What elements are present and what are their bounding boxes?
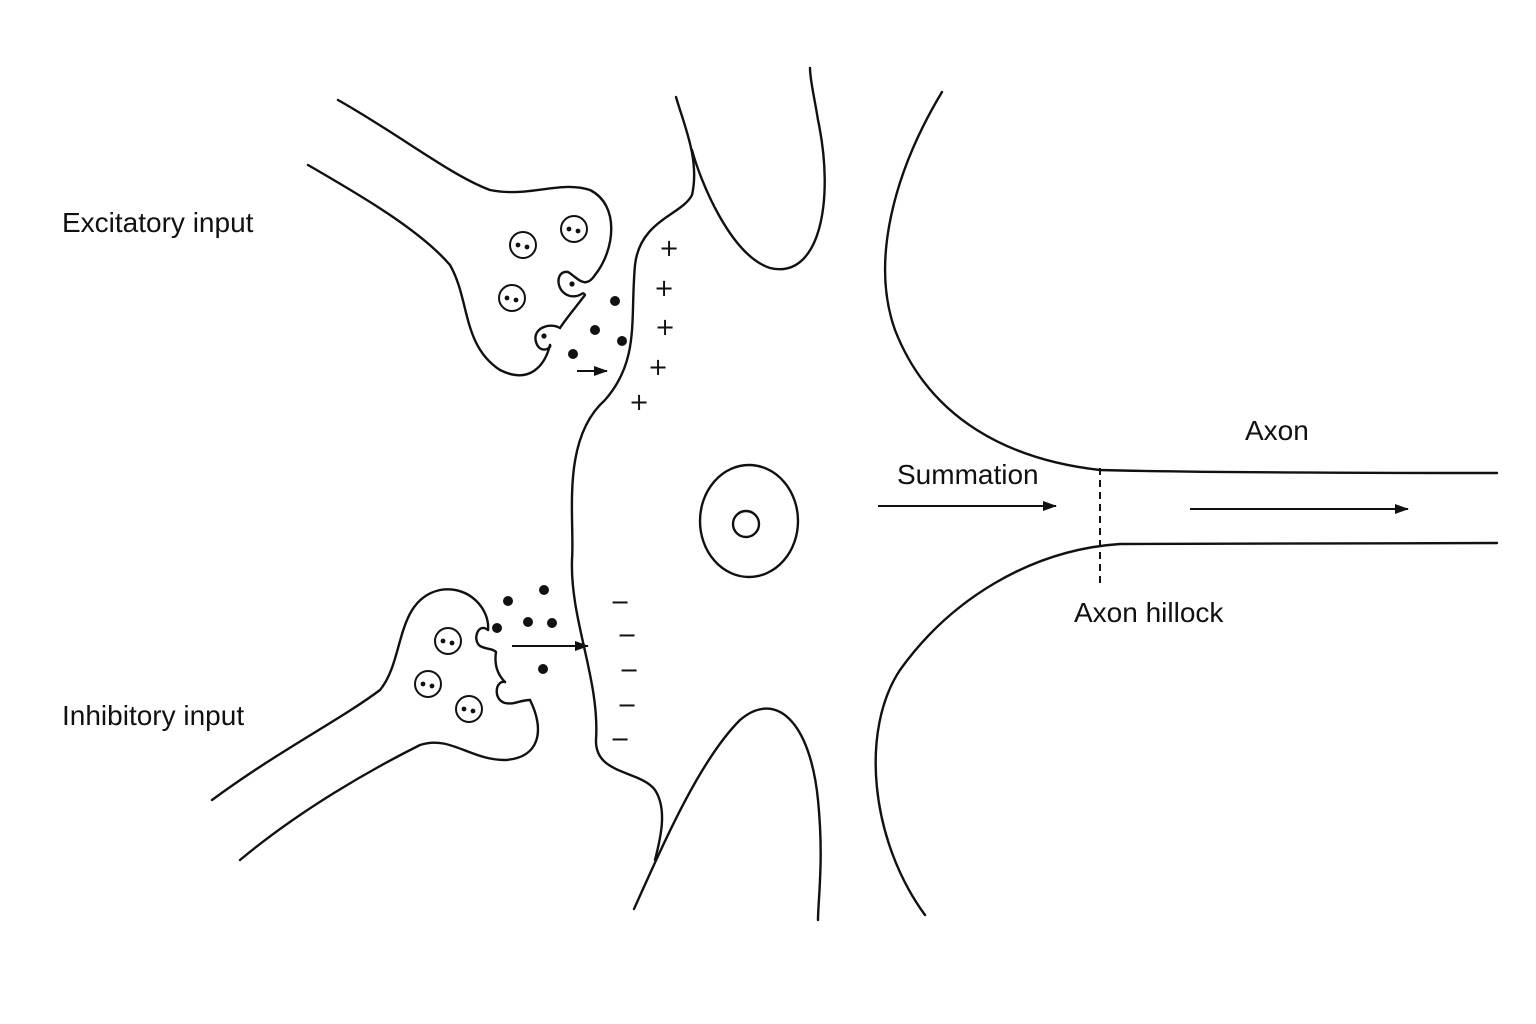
excitatory-terminal — [306, 98, 627, 377]
excitatory-input-label: Excitatory input — [62, 207, 254, 238]
inhibitory-notch-upper — [475, 626, 507, 684]
inhibitory-notch-lower — [495, 680, 532, 705]
minus-sign: − — [617, 621, 637, 649]
dendrite-top — [690, 66, 826, 271]
excitatory-vesicles — [498, 215, 588, 312]
axon-hillock-label: Axon hillock — [1074, 597, 1224, 628]
minus-sign: − — [617, 691, 637, 719]
excitatory-charge-signs: + + + + + — [629, 234, 679, 416]
minus-sign: − — [610, 725, 630, 753]
inhibitory-neurotransmitter — [492, 585, 557, 674]
plus-sign: + — [659, 234, 679, 262]
plus-sign: + — [654, 274, 674, 302]
inhibitory-axon-upper-line — [210, 588, 490, 802]
inhibitory-vesicles — [414, 627, 483, 723]
inhibitory-charge-signs: − − − − − — [610, 588, 639, 753]
summation-label: Summation — [897, 459, 1039, 490]
inhibitory-terminal — [210, 585, 589, 862]
nucleus — [698, 463, 800, 579]
dendrite-bottom-left — [632, 707, 822, 922]
excitatory-axon-upper-line — [336, 98, 613, 284]
minus-sign: − — [610, 588, 630, 616]
plus-sign: + — [655, 313, 675, 341]
nucleus-outline — [698, 463, 800, 579]
excitatory-axon-lower-line — [306, 163, 552, 377]
nucleolus — [731, 509, 761, 539]
soma-membrane-upper-right — [884, 90, 1499, 475]
inhibitory-axon-lower-line — [238, 698, 540, 862]
excitatory-notch-lower — [534, 324, 562, 351]
soma-membrane-lower-right — [874, 541, 1499, 917]
soma-membrane-left — [570, 95, 696, 862]
cell-body-outline — [570, 66, 1499, 922]
inhibitory-input-label: Inhibitory input — [62, 700, 244, 731]
excitatory-neurotransmitter — [568, 296, 627, 359]
minus-sign: − — [619, 656, 639, 684]
excitatory-notch-upper — [557, 270, 587, 330]
plus-sign: + — [629, 388, 649, 416]
axon-label: Axon — [1245, 415, 1309, 446]
plus-sign: + — [648, 353, 668, 381]
